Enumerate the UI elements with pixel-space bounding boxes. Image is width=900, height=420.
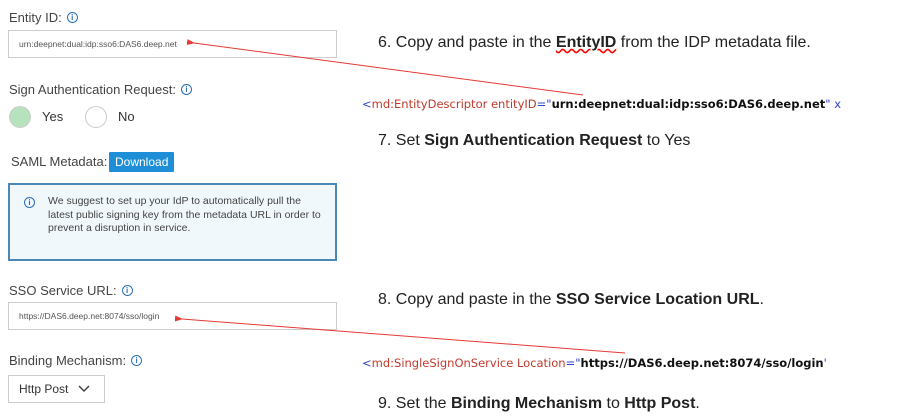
entity-id-input[interactable]: urn:deepnet:dual:idp:sso6:DAS6.deep.net [8, 30, 337, 58]
sso-url-input[interactable]: https://DAS6.deep.net:8074/sso/login [8, 302, 337, 330]
info-icon[interactable]: i [66, 12, 78, 23]
download-button[interactable]: Download [109, 152, 175, 172]
arrow-entity-id [186, 39, 584, 96]
entity-id-label: Entity ID:i [9, 10, 78, 25]
saml-metadata-label: SAML Metadata: [11, 154, 108, 169]
binding-label: Binding Mechanism:i [9, 353, 143, 368]
step-8: 8. Copy and paste in the SSO Service Loc… [378, 291, 764, 308]
binding-select[interactable]: Http Post [8, 375, 105, 403]
info-icon[interactable]: i [121, 285, 133, 296]
info-icon[interactable]: i [131, 355, 143, 366]
radio-no-label: No [118, 109, 135, 124]
step-7: 7. Set Sign Authentication Request to Ye… [378, 132, 691, 149]
sso-url-label: SSO Service URL:i [9, 283, 133, 298]
step-6: 6. Copy and paste in the EntityID from t… [378, 34, 811, 51]
chevron-down-icon [78, 385, 90, 393]
info-icon: i [24, 197, 35, 208]
info-icon[interactable]: i [180, 84, 192, 95]
step-9: 9. Set the Binding Mechanism to Http Pos… [378, 395, 700, 412]
sign-auth-label: Sign Authentication Request:i [9, 82, 192, 97]
radio-yes[interactable] [9, 106, 31, 128]
code-sso-service: <md:SingleSignOnService Location="https:… [362, 356, 827, 370]
radio-yes-label: Yes [42, 109, 64, 124]
code-entity-descriptor: <md:EntityDescriptor entityID="urn:deepn… [362, 97, 842, 111]
arrow-sso-url [174, 315, 626, 354]
radio-no[interactable] [85, 106, 107, 128]
